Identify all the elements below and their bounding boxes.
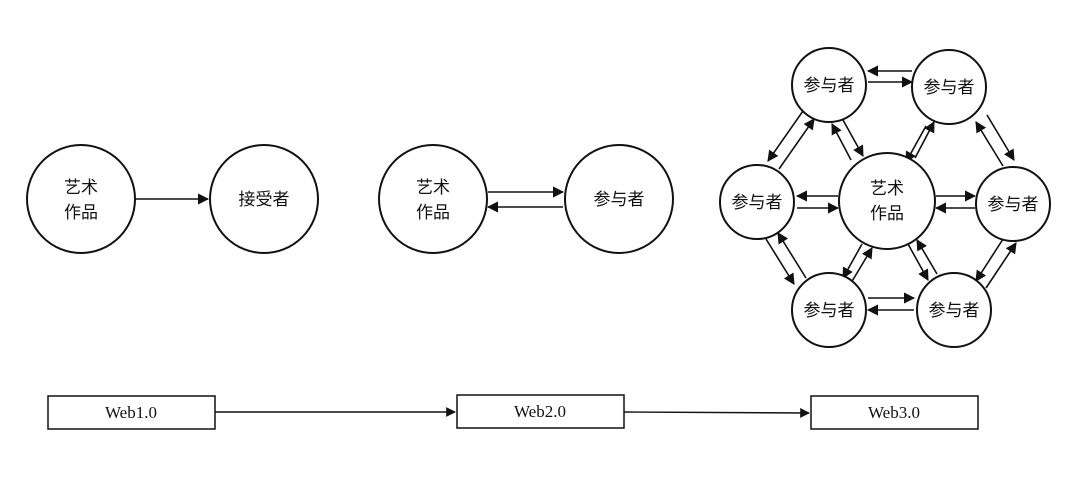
web3-arrow: [975, 121, 1004, 167]
web3-arrow: [777, 232, 807, 279]
web3-arrow: [842, 119, 864, 157]
web3-arrow: [986, 114, 1015, 161]
timeline: Web1.0 Web2.0 Web3.0: [47, 394, 979, 430]
web1-receiver-node: [209, 144, 319, 254]
web3-arrow: [907, 243, 929, 281]
web2-panel: 艺术 作品 参与者: [378, 144, 674, 254]
web2-artwork-label-line2: 作品: [416, 203, 450, 223]
web3-artwork-label-line1: 艺术: [870, 179, 904, 199]
web3-participant-top-left-node: [791, 47, 867, 123]
web3-arrow: [916, 239, 938, 275]
web3-participant-top-right-label: 参与者: [924, 78, 975, 98]
web2-artwork-node: [378, 144, 488, 254]
web3-arrow: [914, 121, 935, 159]
web1-panel: 艺术 作品 接受者: [26, 144, 319, 254]
web3-arrow: [850, 247, 873, 284]
web3-arrow: [975, 235, 1006, 282]
timeline-box-web3: [810, 395, 979, 430]
web3-participant-top-left-label: 参与者: [804, 76, 855, 96]
web3-arrow: [905, 125, 927, 163]
timeline-arrow-2: [623, 408, 810, 418]
web3-participant-left-node: [719, 164, 795, 240]
web1-artwork-node: [26, 144, 136, 254]
web3-participant-bottom-left-label: 参与者: [804, 301, 855, 321]
web3-participant-left-label: 参与者: [732, 193, 783, 213]
web1-artwork-label-line1: 艺术: [64, 178, 98, 198]
web2-participant-node: [564, 144, 674, 254]
web3-arrow: [765, 238, 795, 285]
web3-arrow: [778, 118, 815, 170]
timeline-label-web3: Web3.0: [868, 403, 920, 422]
web3-participant-bottom-right-label: 参与者: [929, 301, 980, 321]
timeline-label-web1: Web1.0: [105, 403, 157, 422]
web3-participant-bottom-right-node: [916, 272, 992, 348]
web3-arrow: [831, 123, 852, 161]
web1-receiver-label: 接受者: [239, 190, 290, 210]
timeline-box-web1: [47, 395, 216, 430]
web3-artwork-node: [838, 152, 936, 250]
web3-arrow: [842, 243, 863, 279]
web3-participant-bottom-left-node: [791, 272, 867, 348]
web1-artwork-label-line2: 作品: [64, 203, 98, 223]
web3-participant-right-node: [975, 166, 1051, 242]
web3-artwork-label-line2: 作品: [870, 204, 904, 224]
web3-arrow: [985, 242, 1017, 289]
timeline-label-web2: Web2.0: [514, 402, 566, 421]
web3-participant-top-right-node: [911, 49, 987, 125]
web3-arrow: [767, 110, 804, 162]
timeline-box-web2: [456, 394, 625, 429]
web3-participant-right-label: 参与者: [988, 195, 1039, 215]
web2-participant-label: 参与者: [594, 190, 645, 210]
web2-artwork-label-line1: 艺术: [416, 178, 450, 198]
web3-panel: 参与者 参与者 参与者 艺术 作品 参与者 参与者 参与者: [719, 47, 1051, 348]
